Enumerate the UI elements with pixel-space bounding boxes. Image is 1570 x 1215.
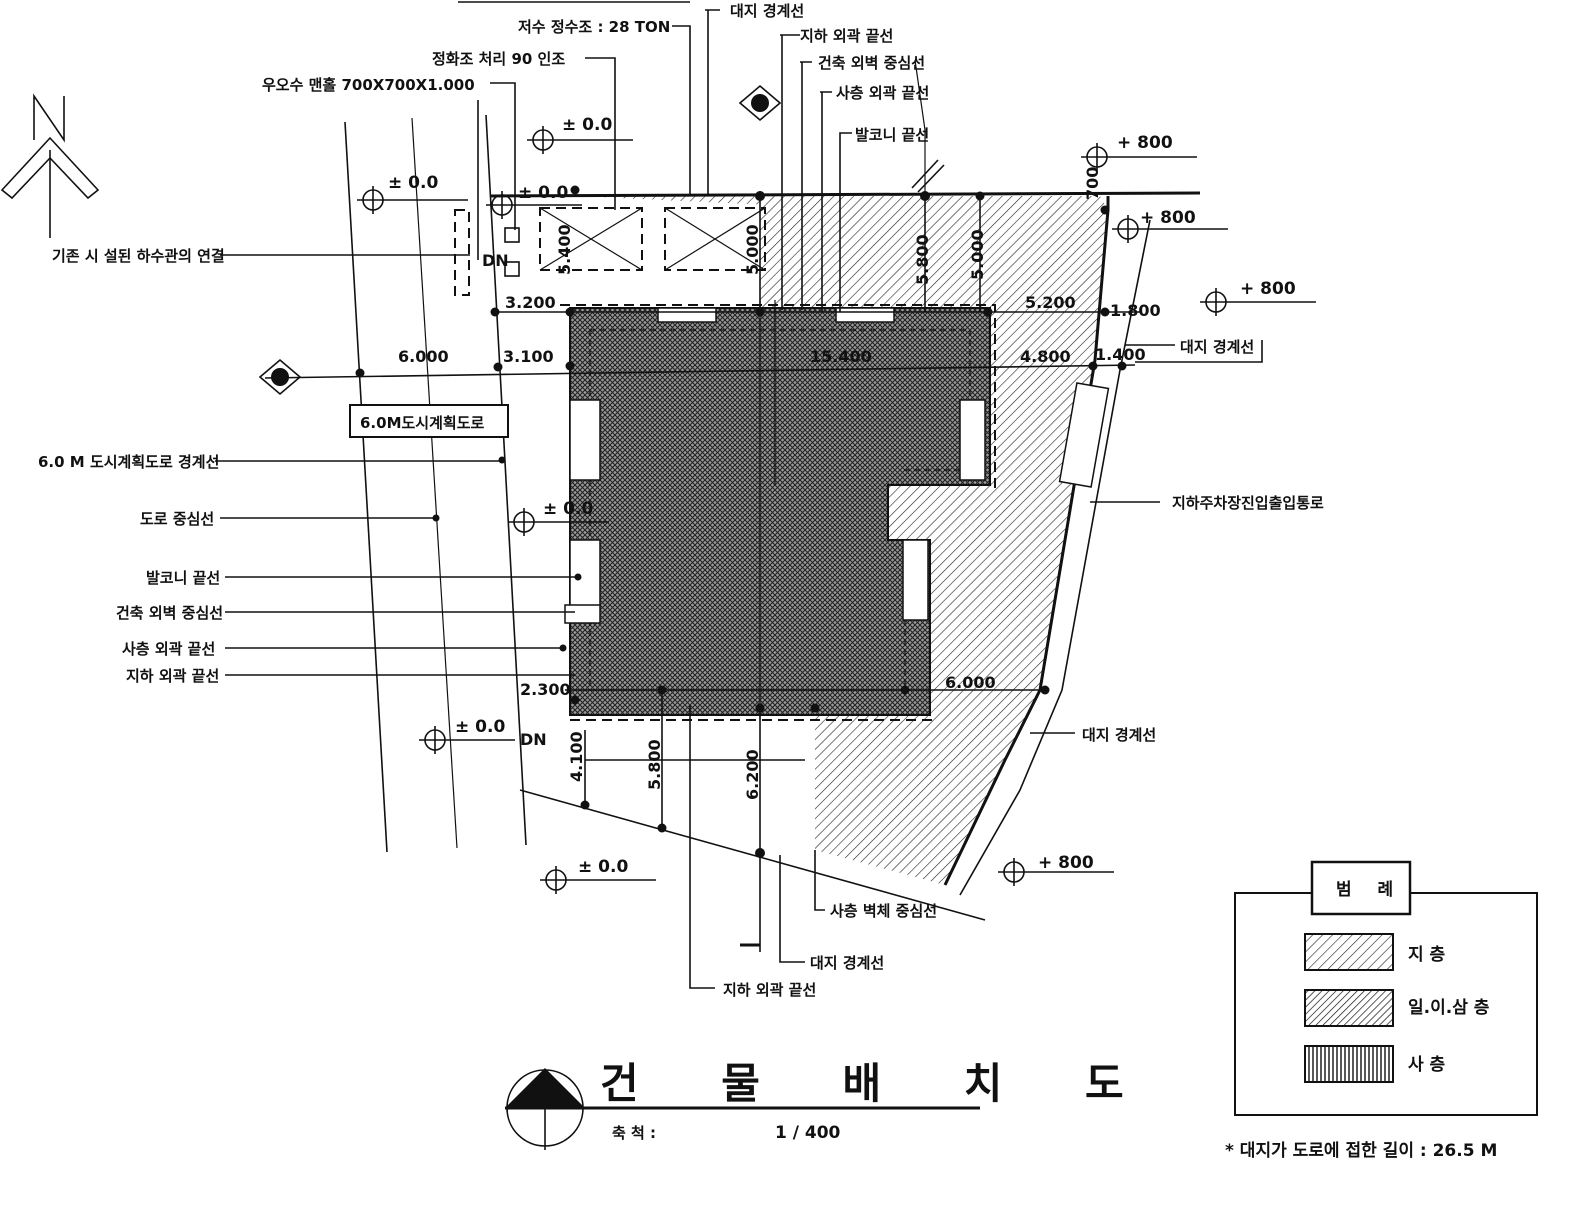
callout-top-7: 사층 외곽 끝선 [836,84,929,102]
level-label: + 800 [1140,208,1196,228]
callout-bottom-1: 사층 벽체 중심선 [830,902,937,920]
callout-bottom-2: 대지 경계선 [810,954,884,972]
road-label: 6.0M도시계획도로 [360,414,484,432]
callout-top-5: 건축 외벽 중심선 [818,54,925,72]
dim-5800-bottom: 5.800 [645,739,664,790]
level-label: + 800 [1240,279,1296,299]
road-lines [344,114,527,853]
legend [1234,860,1538,1116]
dim-6000-right: 6.000 [945,673,996,692]
dim-5200: 5.200 [1025,293,1076,312]
dim-4100: 4.100 [567,731,586,782]
level-label: ± 0.0 [455,717,505,737]
dim-5000-top: 5.000 [968,229,987,280]
callout-left-1: 기존 시 설된 하수관의 연결 [52,247,225,265]
level-markers [357,126,1316,894]
callout-bottom-3: 지하 외곽 끝선 [723,981,816,999]
site-boundary-line [489,191,1201,198]
level-label: ± 0.0 [543,499,593,519]
callout-top-3: 지하 외곽 끝선 [800,27,893,45]
level-label: ± 0.0 [518,183,568,203]
dim-5000-tank: 5.000 [743,224,762,275]
septic-tanks [454,207,766,296]
dn-label-bottom: DN [520,730,547,749]
callout-top-1: 대지 경계선 [730,2,804,20]
callout-leaders-top [458,1,945,312]
legend-item-basement: 지 층 [1408,945,1446,965]
dim-5400: 5.400 [555,224,574,275]
callout-top-6: 우오수 맨홀 700X700X1.000 [262,76,475,94]
title-symbol-icon [505,1068,980,1150]
legend-item-floor-4: 사 층 [1408,1055,1446,1075]
callout-top-8: 발코니 끝선 [855,126,929,144]
diamond-marker-icon [258,358,302,396]
callout-left-3: 도로 중심선 [140,510,214,528]
callout-top-4: 정화조 처리 90 인조 [432,50,565,68]
dim-700: 700 [1083,167,1102,200]
dn-label-top: DN [482,251,509,270]
callout-right-3: 대지 경계선 [1082,726,1156,744]
diamond-marker-icon [738,84,782,122]
callout-left-7: 지하 외곽 끝선 [126,667,219,685]
dim-1400: 1.400 [1095,345,1146,364]
dim-3200: 3.200 [505,293,556,312]
callout-leaders-right [1030,340,1263,734]
north-arrow-icon [0,93,100,238]
callout-top-2: 저수 정수조 : 28 TON [518,18,670,36]
level-label: + 800 [1038,853,1094,873]
callout-right-2: 지하주차장진입출입통로 [1172,494,1324,512]
callout-left-6: 사층 외곽 끝선 [122,640,215,658]
level-label: ± 0.0 [388,173,438,193]
dim-6000-road: 6.000 [398,347,449,366]
callout-leaders-bottom [689,705,825,989]
legend-title: 범 례 [1336,880,1403,900]
level-label: ± 0.0 [578,857,628,877]
dim-5800-top: 5.800 [913,234,932,285]
callout-left-5: 건축 외벽 중심선 [116,604,223,622]
drawing-title: 건 물 배 치 도 [600,1059,1158,1108]
scale-label: 축 척 : [612,1124,656,1142]
scale-value: 1 / 400 [775,1123,841,1143]
level-label: + 800 [1117,133,1173,153]
legend-item-floors-1-3: 일.이.삼 층 [1408,998,1490,1018]
callout-leaders-left [215,254,578,676]
dim-1800: 1.800 [1110,301,1161,320]
dim-6200: 6.200 [743,749,762,800]
callout-left-4: 발코니 끝선 [146,569,220,587]
dimension-lines [264,195,1140,952]
callout-right-1: 대지 경계선 [1180,338,1254,356]
frontage-note: * 대지가 도로에 접한 길이 : 26.5 M [1225,1141,1497,1161]
callout-left-2: 6.0 M 도시계획도로 경계선 [38,453,219,471]
dim-3100: 3.100 [503,347,554,366]
dim-15400: 15.400 [810,347,872,366]
parking-ramp [1058,382,1110,488]
dim-2300: 2.300 [520,680,571,699]
level-label: ± 0.0 [562,115,612,135]
dim-4800: 4.800 [1020,347,1071,366]
